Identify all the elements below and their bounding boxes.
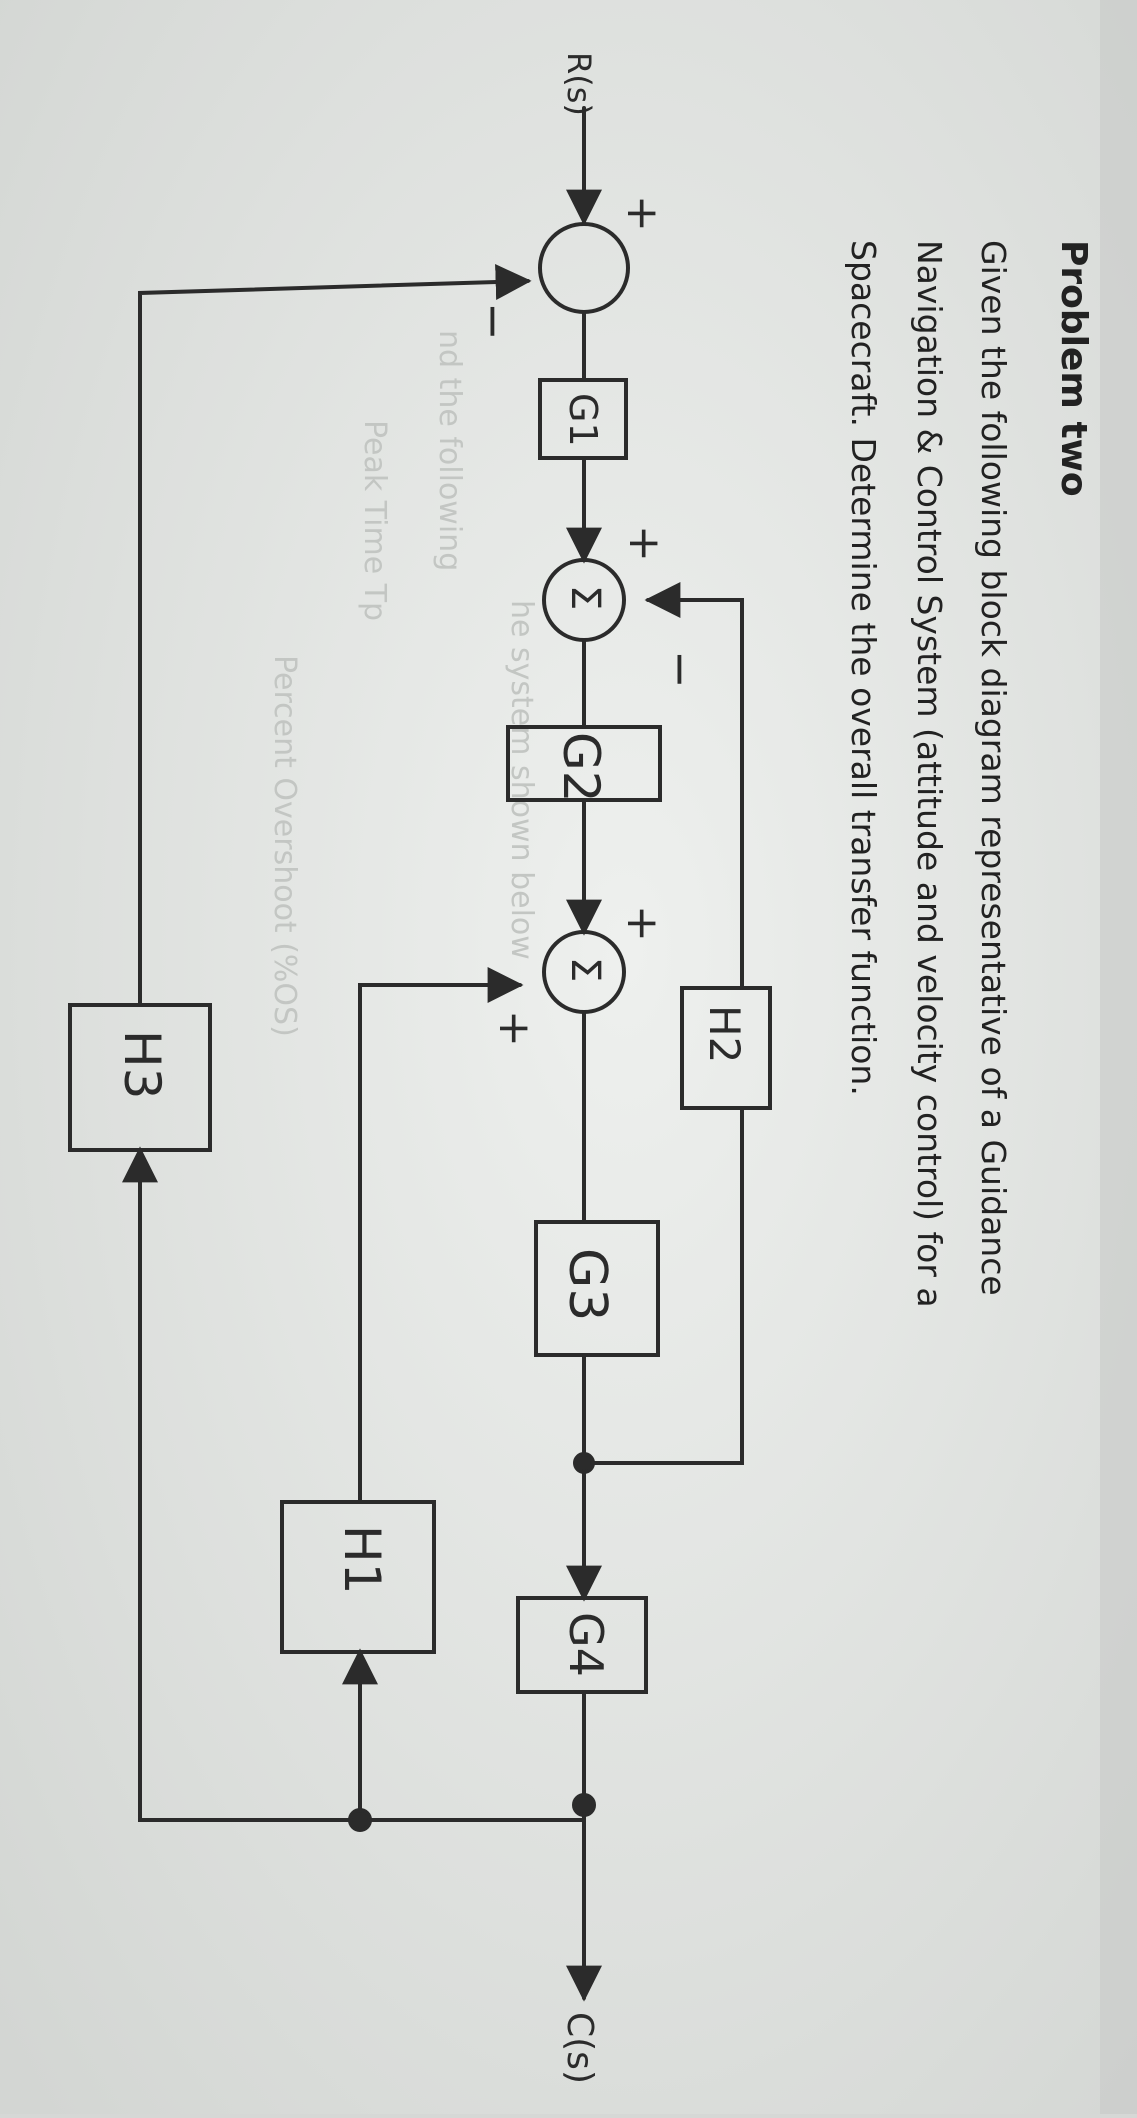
block-h1 xyxy=(280,1500,436,1654)
sum1-sign-feedback: − xyxy=(467,302,521,341)
summing-junction-3 xyxy=(542,930,626,1014)
block-h3-label: H3 xyxy=(113,1030,171,1099)
sum3-sign-feedback: + xyxy=(489,1010,540,1047)
paper-edge-shadow xyxy=(1100,0,1137,2114)
sum2-sign-feedback: − xyxy=(654,650,708,689)
pickoff-node-3 xyxy=(348,1808,372,1832)
paragraph-line-3: Spacecraft. Determine the overall transf… xyxy=(844,240,883,1096)
pickoff-node-2 xyxy=(572,1793,596,1817)
summing-junction-2 xyxy=(542,558,626,642)
block-diagram xyxy=(68,106,772,2002)
bleed-text-1: nd the following xyxy=(432,330,467,571)
sum2-symbol: Σ xyxy=(562,585,608,610)
paragraph-line-1: Given the following block diagram repres… xyxy=(974,240,1013,1296)
wire-node2-h3 xyxy=(122,1146,586,1822)
input-label: R(s) xyxy=(560,52,598,116)
paragraph-line-2: Navigation & Control System (attitude an… xyxy=(910,240,949,1308)
bleed-text-3: Peak Time Tp xyxy=(357,420,392,621)
block-g2 xyxy=(506,725,662,802)
sum1-sign-input: + xyxy=(617,195,668,232)
sum3-symbol: Σ xyxy=(562,957,608,982)
bleed-text-4: Percent Overshoot (%OS) xyxy=(267,655,302,1037)
summing-junction-1 xyxy=(538,222,630,314)
printed-text: Problem two Given the following block di… xyxy=(844,240,1094,1308)
heading: Problem two xyxy=(1053,240,1094,497)
diagram-labels: R(s) C(s) G1 G2 G3 G4 H2 H1 H3 Σ Σ + − +… xyxy=(113,52,749,2084)
block-h3 xyxy=(68,1003,212,1152)
block-g4-label: G4 xyxy=(559,1612,613,1677)
sum3-sign-input: + xyxy=(617,905,668,942)
pickoff-node-1 xyxy=(573,1452,595,1474)
wire-h1-s3 xyxy=(358,967,524,1504)
wire-h3-s1 xyxy=(138,264,532,1007)
block-g2-label: G2 xyxy=(552,732,610,803)
block-h2 xyxy=(680,986,772,1110)
block-h2-label: H2 xyxy=(700,1005,749,1063)
block-g4 xyxy=(516,1596,648,1694)
wire-h2-s2 xyxy=(644,582,744,990)
faded-bleed-text: nd the following he system shown below P… xyxy=(267,330,539,1037)
block-h1-label: H1 xyxy=(333,1525,391,1594)
sum2-sign-input: + xyxy=(619,525,670,562)
output-label: C(s) xyxy=(559,2012,600,2084)
wire-node1-h2 xyxy=(582,1106,744,1465)
block-g3 xyxy=(534,1220,660,1357)
block-g1 xyxy=(538,378,628,460)
block-g1-label: G1 xyxy=(561,393,605,447)
block-g3-label: G3 xyxy=(557,1248,617,1321)
